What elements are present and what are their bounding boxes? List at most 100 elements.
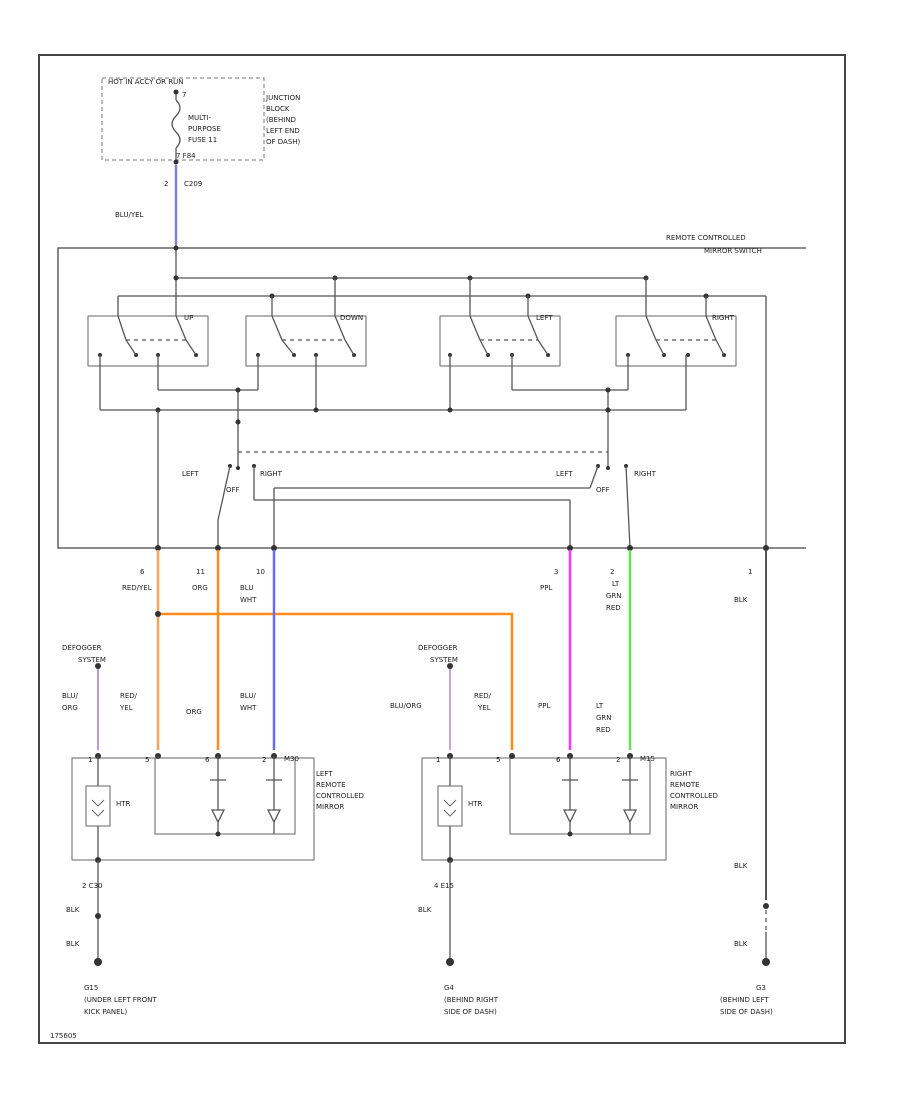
- left-wire-def-2: ORG: [62, 704, 78, 712]
- svg-text:CONTROLLED: CONTROLLED: [670, 792, 718, 800]
- connector-top-pin: 2: [164, 180, 168, 188]
- svg-text:SIDE OF DASH): SIDE OF DASH): [444, 1008, 497, 1016]
- pin-2-wire-3: RED: [606, 604, 621, 612]
- svg-text:JUNCTION: JUNCTION: [265, 94, 300, 102]
- selector-right-right: RIGHT: [634, 470, 657, 478]
- fuse-terminal-top: 7: [182, 91, 186, 99]
- left-mirror-assembly: DEFOGGER SYSTEM BLU/ ORG RED/ YEL ORG BL…: [62, 644, 364, 1016]
- svg-text:BLK: BLK: [66, 940, 80, 948]
- svg-text:KICK PANEL): KICK PANEL): [84, 1008, 127, 1016]
- right-bottom-connector: 4 E15: [434, 882, 454, 890]
- fuse-terminal-bottom: 7 F84: [176, 152, 196, 160]
- svg-text:LEFT END: LEFT END: [266, 127, 300, 135]
- selector-switch-right: [273, 440, 631, 549]
- pin-11: 11: [196, 568, 205, 576]
- switch-label-left: LEFT: [536, 314, 553, 322]
- selector-right-left: LEFT: [556, 470, 573, 478]
- right-wire-def: BLU/ORG: [390, 702, 422, 710]
- switch-output-bus: [99, 355, 687, 548]
- svg-text:RED: RED: [596, 726, 611, 734]
- switch-contacts: [98, 315, 726, 357]
- svg-text:GRN: GRN: [596, 714, 612, 722]
- left-wire-red-1: RED/: [120, 692, 138, 700]
- left-wire-org: ORG: [186, 708, 202, 716]
- svg-text:5: 5: [145, 756, 149, 764]
- svg-text:BLK: BLK: [418, 906, 432, 914]
- svg-text:6: 6: [556, 756, 561, 764]
- selector-switch-left: [217, 440, 608, 548]
- svg-text:(UNDER LEFT FRONT: (UNDER LEFT FRONT: [84, 996, 157, 1004]
- connector-top-id: C209: [184, 180, 202, 188]
- svg-text:(BEHIND LEFT: (BEHIND LEFT: [720, 996, 769, 1004]
- switch-assembly: REMOTE CONTROLLED MIRROR SWITCH: [57, 234, 806, 549]
- svg-text:BLK: BLK: [66, 906, 80, 914]
- pin-3-wire: PPL: [540, 584, 552, 592]
- right-ground-id: G3: [756, 984, 766, 992]
- right-mirror-assembly: DEFOGGER SYSTEM BLU/ORG RED/ YEL PPL LT …: [390, 644, 718, 1016]
- left-wire-blu-2: WHT: [240, 704, 257, 712]
- footer-id: 175605: [50, 1032, 77, 1040]
- selector-left-off: OFF: [226, 486, 240, 494]
- diagram-frame: [38, 54, 846, 1044]
- pin-2-wire-2: GRN: [606, 592, 622, 600]
- svg-text:(BEHIND RIGHT: (BEHIND RIGHT: [444, 996, 499, 1004]
- wire-red-yel-cross: [158, 612, 514, 750]
- pin-1-wire: BLK: [734, 596, 748, 604]
- svg-text:M15: M15: [640, 755, 655, 763]
- pin-3: 3: [554, 568, 558, 576]
- svg-text:(BEHIND: (BEHIND: [266, 116, 296, 124]
- left-htr-label: HTR: [116, 800, 131, 808]
- pin-11-wire: ORG: [192, 584, 208, 592]
- pin-6: 6: [140, 568, 145, 576]
- svg-text:5: 5: [496, 756, 500, 764]
- right-wire-red-2: YEL: [477, 704, 491, 712]
- right-ground-id: G4: [444, 984, 454, 992]
- svg-text:REMOTE: REMOTE: [670, 781, 700, 789]
- left-ground-id: G15: [84, 984, 98, 992]
- pin-2-wire-1: LT: [612, 580, 620, 588]
- pin-10: 10: [256, 568, 265, 576]
- left-bottom-connector: 2 C30: [82, 882, 102, 890]
- selector-left-left: LEFT: [182, 470, 199, 478]
- pin-10-wire-2: WHT: [240, 596, 257, 604]
- svg-text:SYSTEM: SYSTEM: [78, 656, 106, 664]
- fuse-header: HOT IN ACCY OR RUN: [108, 78, 183, 86]
- right-wire-ppl: PPL: [538, 702, 550, 710]
- svg-text:1: 1: [88, 756, 92, 764]
- right-htr-label: HTR: [468, 800, 483, 808]
- pin-1: 1: [748, 568, 752, 576]
- svg-text:2: 2: [616, 756, 620, 764]
- svg-text:BLK: BLK: [734, 940, 748, 948]
- svg-text:DEFOGGER: DEFOGGER: [62, 644, 102, 652]
- svg-text:M30: M30: [284, 755, 299, 763]
- svg-text:SYSTEM: SYSTEM: [430, 656, 458, 664]
- fuse-block: HOT IN ACCY OR RUN 7 MULTI- PURPOSE FUSE…: [101, 77, 265, 165]
- svg-text:LEFT: LEFT: [316, 770, 333, 778]
- svg-text:REMOTE: REMOTE: [316, 781, 346, 789]
- left-wire-def-1: BLU/: [62, 692, 78, 700]
- selector-left-right: RIGHT: [260, 470, 283, 478]
- svg-text:DEFOGGER: DEFOGGER: [418, 644, 458, 652]
- svg-text:PURPOSE: PURPOSE: [188, 125, 221, 133]
- left-wire-red-2: YEL: [119, 704, 133, 712]
- svg-text:2: 2: [262, 756, 266, 764]
- switch-label-down: DOWN: [340, 314, 363, 322]
- svg-text:BLOCK: BLOCK: [266, 105, 290, 113]
- right-wire-red-1: RED/: [474, 692, 492, 700]
- svg-text:OF DASH): OF DASH): [266, 138, 301, 146]
- svg-text:RIGHT: RIGHT: [670, 770, 693, 778]
- svg-text:MIRROR: MIRROR: [670, 803, 698, 811]
- svg-text:SIDE OF DASH): SIDE OF DASH): [720, 1008, 773, 1016]
- svg-text:CONTROLLED: CONTROLLED: [316, 792, 364, 800]
- wire-top-label: BLU/YEL: [115, 211, 144, 219]
- svg-text:MIRROR SWITCH: MIRROR SWITCH: [704, 247, 762, 255]
- svg-text:REMOTE CONTROLLED: REMOTE CONTROLLED: [666, 234, 746, 242]
- svg-text:LT: LT: [596, 702, 604, 710]
- right-ground: BLK BLK G3 (BEHIND LEFT SIDE OF DASH): [720, 862, 773, 1016]
- svg-text:1: 1: [436, 756, 440, 764]
- pin-10-wire-1: BLU: [240, 584, 253, 592]
- switch-label-up: UP: [184, 314, 193, 322]
- junction-block-location: JUNCTION BLOCK (BEHIND LEFT END OF DASH): [265, 94, 301, 146]
- switch-label-right: RIGHT: [712, 314, 735, 322]
